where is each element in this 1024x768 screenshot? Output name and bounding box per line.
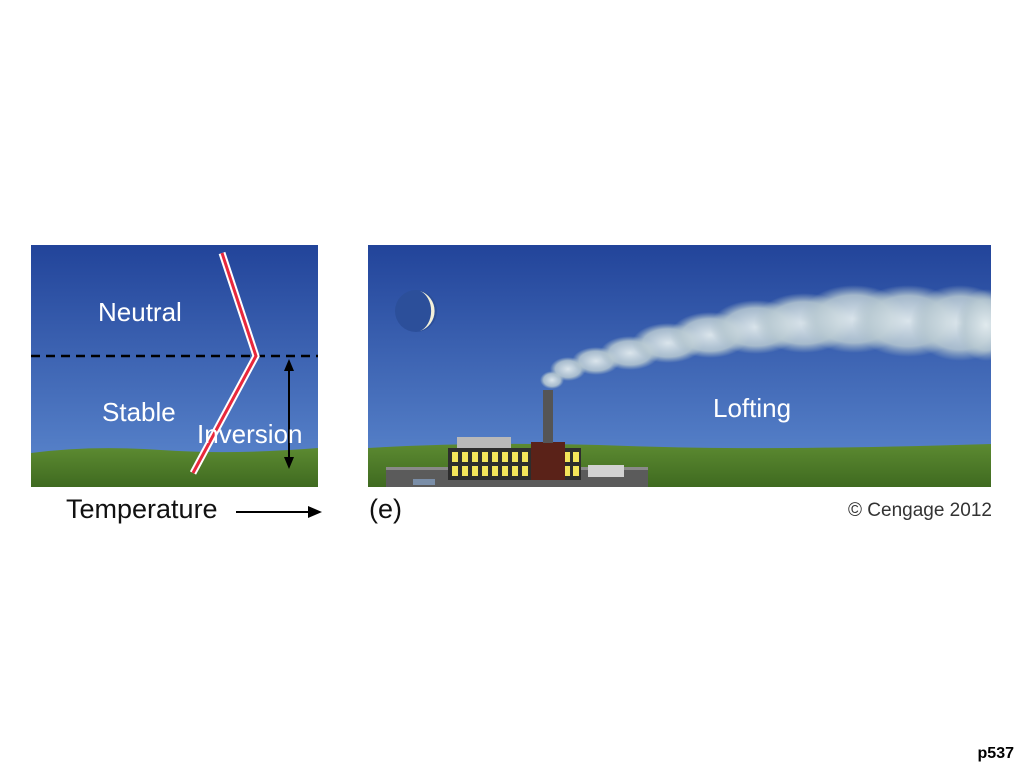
panel-letter: (e) [369,494,402,524]
page-number: p537 [977,745,1014,762]
neutral-label: Neutral [98,297,182,327]
temperature-profile-panel: Neutral Stable Inversion [31,245,318,487]
smoke-plume-icon [540,285,991,389]
lofting-label: Lofting [713,393,792,423]
lofting-scene-graphic [368,245,991,487]
temperature-profile-graphic [31,245,318,487]
temperature-axis-label: Temperature [66,494,218,524]
double-arrow-icon [284,359,294,469]
lofting-scene-panel: Lofting [368,245,991,487]
moon-icon [395,290,437,332]
stable-label: Stable [102,397,176,427]
ground [31,448,318,487]
temperature-line [191,252,258,474]
factory-icon [386,437,648,487]
arrow-right-icon [236,506,322,518]
copyright-notice: © Cengage 2012 [848,500,992,521]
smokestack-icon [543,390,553,443]
sky [31,245,318,487]
inversion-label: Inversion [197,419,303,449]
